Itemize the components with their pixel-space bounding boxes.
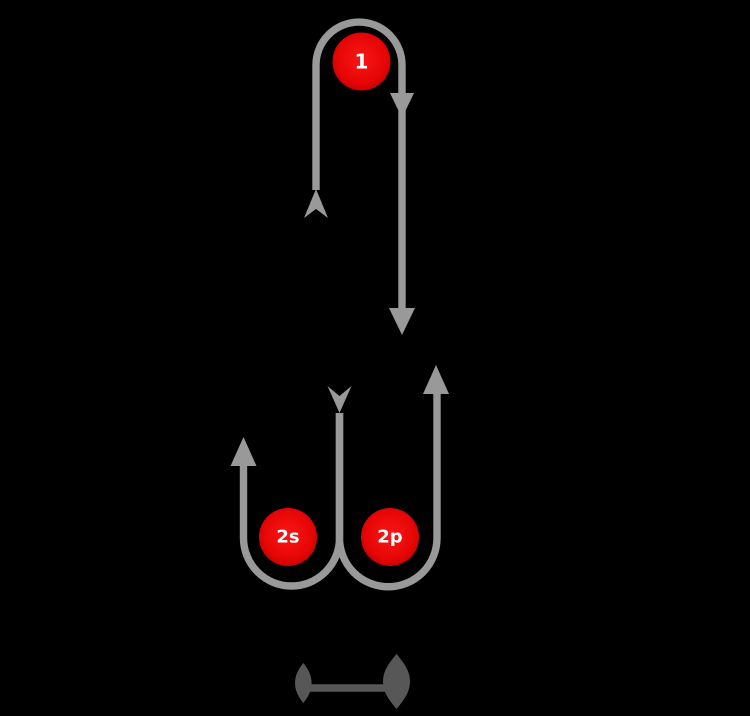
arrow-up-icon-end-2p bbox=[423, 365, 449, 394]
trajectory-path-1 bbox=[312, 18, 406, 308]
trajectory-path-2s bbox=[239, 413, 344, 590]
node-2s-label: 2s bbox=[276, 527, 299, 548]
arrow-down-icon-start-2 bbox=[327, 386, 352, 413]
arrow-down-icon-mid-1 bbox=[390, 93, 414, 118]
node-1-label: 1 bbox=[355, 50, 369, 74]
arrow-down-icon-end-1 bbox=[389, 308, 415, 335]
node-1-circle bbox=[332, 32, 391, 91]
central-body-right-lobe bbox=[383, 654, 410, 709]
node-2s-circle bbox=[259, 508, 317, 566]
node-2p-circle bbox=[361, 508, 419, 566]
node-2p-label: 2p bbox=[377, 527, 403, 548]
trajectory-path-2p bbox=[335, 394, 441, 591]
central-body-left-lobe bbox=[295, 663, 312, 703]
arrow-up-icon-start-1 bbox=[304, 189, 328, 218]
arrow-up-icon-end-2s bbox=[230, 437, 257, 466]
